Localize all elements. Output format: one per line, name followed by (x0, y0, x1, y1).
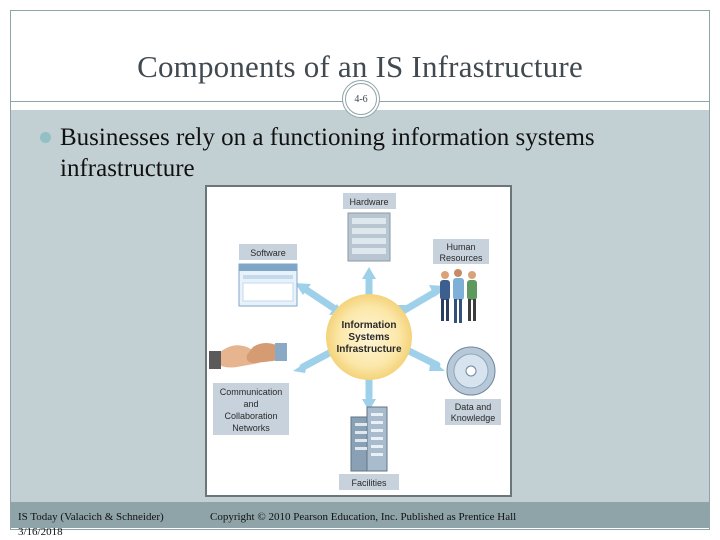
page-number: 4-6 (345, 83, 377, 115)
networks-label-line-3: Collaboration (224, 411, 277, 421)
disc-icon (446, 346, 496, 396)
arrow-software (301, 285, 339, 313)
handshake-icon (209, 343, 287, 369)
center-label-line-1: Information (342, 320, 397, 331)
center-label-line-2: Systems (348, 332, 390, 343)
building-icon (350, 406, 388, 472)
networks-label-line-1: Communication (220, 387, 283, 397)
component-facilities: Facilities (339, 406, 399, 490)
application-window-icon (238, 263, 298, 307)
human-resources-label-line-2: Resources (439, 253, 483, 263)
diagram-canvas: Information Systems Infrastructure Hardw… (209, 193, 501, 490)
arrow-human-resources (399, 287, 441, 315)
center-label-line-3: Infrastructure (336, 344, 401, 355)
bullet-dot-icon (40, 132, 51, 143)
infrastructure-diagram: Information Systems Infrastructure Hardw… (205, 185, 512, 497)
footer-copyright: Copyright © 2010 Pearson Education, Inc.… (210, 511, 517, 523)
data-label-line-1: Data and (455, 402, 492, 412)
footer-date: 3/16/2018 (18, 526, 63, 538)
slide-title: Components of an IS Infrastructure (137, 49, 583, 84)
networks-label-line-4: Networks (232, 423, 270, 433)
center-hub (326, 294, 412, 380)
software-label: Software (250, 248, 286, 258)
bullet-text: Businesses rely on a functioning informa… (60, 124, 595, 182)
server-rack-icon (347, 212, 391, 262)
component-data: Data and Knowledge (445, 346, 501, 425)
human-resources-label-line-1: Human (446, 242, 475, 252)
facilities-label: Facilities (351, 478, 387, 488)
component-human-resources: Human Resources (433, 239, 489, 323)
footer-source: IS Today (Valacich & Schneider) (18, 511, 164, 523)
arrow-networks (299, 347, 337, 371)
component-hardware: Hardware (343, 193, 396, 262)
data-label-line-2: Knowledge (451, 413, 496, 423)
people-icon (440, 269, 477, 323)
hardware-label: Hardware (349, 197, 388, 207)
networks-label-line-2: and (243, 399, 258, 409)
component-software: Software (238, 244, 298, 307)
page-number-badge: 4-6 (342, 80, 380, 118)
component-networks: Communication and Collaboration Networks (209, 343, 289, 435)
footer-bar (11, 502, 709, 528)
